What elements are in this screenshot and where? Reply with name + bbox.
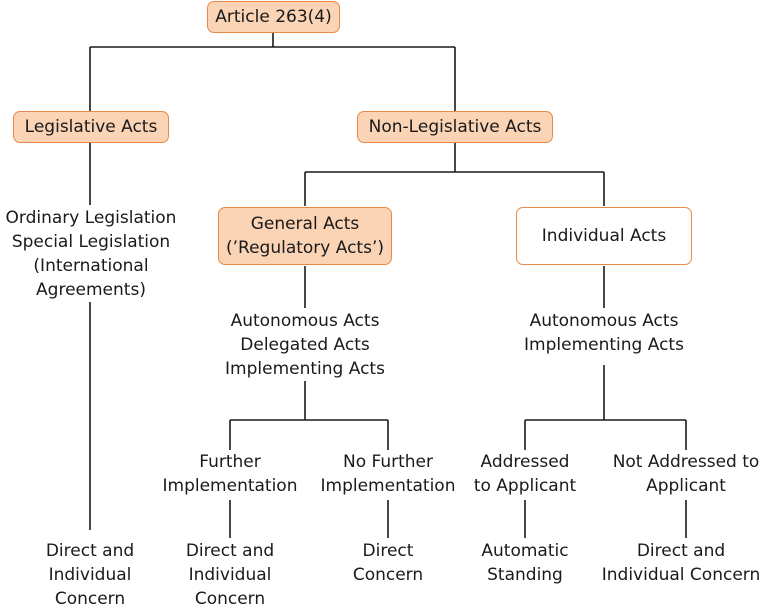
legislative-acts-label: Legislative Acts [24,117,158,137]
standing-connectors [229,500,687,538]
non-legislative-acts-box: Non-Legislative Acts [357,111,553,143]
general-acts-label: General Acts (’Regulatory Acts’) [225,214,384,258]
legislative-acts-list: Ordinary Legislation Special Legislation… [0,206,182,302]
root-label: Article 263(4) [215,7,332,27]
legislative-acts-box: Legislative Acts [13,111,169,143]
addressed-standing: Automatic Standing [466,539,584,587]
individual-acts-list: Autonomous Acts Implementing Acts [512,309,696,357]
further-implementation-label: Further Implementation [152,450,308,498]
non-legislative-connector [304,142,605,206]
no-further-standing: Direct Concern [334,539,442,587]
no-further-implementation-label: No Further Implementation [310,450,466,498]
not-addressed-standing: Direct and Individual Concern [594,539,768,587]
root-connector [89,32,456,112]
general-connector [229,266,389,450]
non-legislative-acts-label: Non-Legislative Acts [368,117,542,137]
legislative-standing: Direct and Individual Concern [22,539,158,606]
further-standing: Direct and Individual Concern [168,539,292,606]
individual-connector [524,266,687,450]
general-acts-box: General Acts (’Regulatory Acts’) [218,207,392,265]
root-box: Article 263(4) [207,1,340,33]
general-acts-list: Autonomous Acts Delegated Acts Implement… [212,309,398,381]
individual-acts-box: Individual Acts [516,207,692,265]
addressed-label: Addressed to Applicant [468,450,582,498]
individual-acts-label: Individual Acts [541,226,667,246]
not-addressed-label: Not Addressed to Applicant [599,450,768,498]
